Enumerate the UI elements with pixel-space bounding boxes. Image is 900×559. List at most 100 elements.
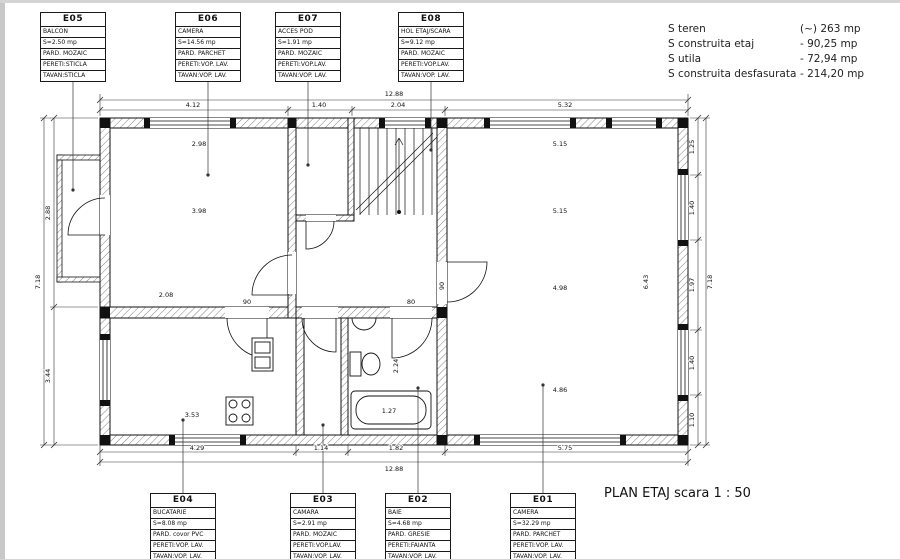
dimension-label: 80 xyxy=(407,298,415,306)
kitchen-sink-bowl xyxy=(254,356,271,369)
kitchen-sink-bowl xyxy=(254,341,271,354)
room-id: E05 xyxy=(41,13,105,27)
bathroom-fixtures xyxy=(349,317,432,430)
dimension-label: 3.44 xyxy=(44,369,52,383)
room-label-e02: E02 BAIE S=4.68 mp PARD. GRESIE PERETI:F… xyxy=(385,493,451,559)
summary-label: S construita etaj xyxy=(668,38,755,50)
scan-edge-top xyxy=(0,0,900,3)
dimension-label: 2.08 xyxy=(159,291,173,299)
room-walls: PERETI:VOP. LAV. xyxy=(176,60,240,71)
dimension-label: 90 xyxy=(438,282,446,290)
doors xyxy=(67,197,488,359)
summary-value: (~) 263 mp xyxy=(800,23,861,35)
room-id: E01 xyxy=(511,494,575,508)
dimension-label: 12.88 xyxy=(385,90,404,98)
stove-burner xyxy=(241,413,251,423)
room-floor: PARD. GRESIE xyxy=(386,530,450,541)
room-ceiling: TAVAN:VOP. LAV. xyxy=(388,553,437,559)
dimension-lines xyxy=(40,94,710,466)
room-label-e04: E04 BUCATARIE S=8.08 mp PARD. covor PVC … xyxy=(150,493,216,559)
room-id: E02 xyxy=(386,494,450,508)
room-walls: PERETI:VOP.LAV. xyxy=(276,60,340,71)
dimension-label: 7.18 xyxy=(706,275,714,289)
summary-value: - 72,94 mp xyxy=(800,53,858,65)
plan-title: PLAN ETAJ scara 1 : 50 xyxy=(604,486,751,501)
summary-row: S construita desfasurata - 214,20 mp xyxy=(668,67,864,82)
staircase xyxy=(355,128,438,215)
summary-row: S construita etaj - 90,25 mp xyxy=(668,37,864,52)
room-area: S=32.29 mp xyxy=(511,519,575,530)
room-id: E03 xyxy=(291,494,355,508)
dimension-label: 4.98 xyxy=(553,284,567,292)
room-area: S=14.56 mp xyxy=(176,38,240,49)
dimension-label: 6.43 xyxy=(642,275,650,289)
dimension-label: 2.04 xyxy=(391,101,405,109)
room-floor: PARD. MOZAIC xyxy=(276,49,340,60)
dimension-label: 90 xyxy=(243,298,251,306)
room-id: E08 xyxy=(399,13,463,27)
room-walls: PERETI:FAIANTA xyxy=(386,541,450,552)
dimension-label: 1.97 xyxy=(688,278,696,292)
dimension-label: 1.27 xyxy=(382,407,396,415)
room-floor: PARD. MOZAIC xyxy=(291,530,355,541)
room-area: S=2.50 mp xyxy=(41,38,105,49)
room-name: BALCON xyxy=(41,27,105,38)
room-ceiling: TAVAN:VOP. LAV. xyxy=(401,72,450,79)
dimension-label: 12.88 xyxy=(385,465,404,473)
room-walls: PERETI:VOP. LAV. xyxy=(511,541,575,552)
stove-burner xyxy=(228,413,238,423)
room-walls: PERETI:VOP. LAV. xyxy=(151,541,215,552)
dimension-label: 1.14 xyxy=(314,444,328,452)
dimension-label: 4.12 xyxy=(186,101,200,109)
kitchen-fixtures xyxy=(225,337,274,426)
room-name: CAMERA xyxy=(511,508,575,519)
room-area: S=8.08 mp xyxy=(151,519,215,530)
dimension-label: 3.53 xyxy=(185,411,199,419)
bathtub-inner xyxy=(355,395,427,425)
dimension-label: 4.86 xyxy=(553,386,567,394)
balcony xyxy=(56,154,101,283)
room-name: BAIE xyxy=(386,508,450,519)
columns xyxy=(100,118,688,445)
room-ceiling: TAVAN:VOP. LAV. xyxy=(513,553,562,559)
summary-value: - 214,20 mp xyxy=(800,68,865,80)
room-label-e07: E07 ACCES POD S=1.91 mp PARD. MOZAIC PER… xyxy=(275,12,341,82)
room-walls: PERETI:STICLA xyxy=(41,60,105,71)
summary-row: S teren (~) 263 mp xyxy=(668,22,864,37)
summary-label: S teren xyxy=(668,23,706,35)
room-floor: PARD. MOZAIC xyxy=(399,49,463,60)
toilet-bowl xyxy=(361,352,381,376)
dimension-label: 4.29 xyxy=(190,444,204,452)
dimension-label: 2.98 xyxy=(192,140,206,148)
room-ceiling: TAVAN:STICLA xyxy=(43,72,86,79)
room-floor: PARD. PARCHET xyxy=(511,530,575,541)
room-name: CAMERA xyxy=(176,27,240,38)
leader-lines xyxy=(71,78,545,493)
toilet-tank xyxy=(349,351,362,377)
room-label-e03: E03 CAMARA S=2.91 mp PARD. MOZAIC PERETI… xyxy=(290,493,356,559)
room-area: S=1.91 mp xyxy=(276,38,340,49)
dimension-label: 5.32 xyxy=(558,101,572,109)
room-id: E06 xyxy=(176,13,240,27)
area-summary: S teren (~) 263 mp S construita etaj - 9… xyxy=(668,22,864,82)
room-area: S=9.12 mp xyxy=(399,38,463,49)
dimension-label: 3.98 xyxy=(192,207,206,215)
dimension-label: 1.40 xyxy=(688,356,696,370)
dimension-label: 1.40 xyxy=(312,101,326,109)
dimension-label: 1.25 xyxy=(688,140,696,154)
room-walls: PERETI:VOP.LAV. xyxy=(399,60,463,71)
room-id: E07 xyxy=(276,13,340,27)
room-label-e05: E05 BALCON S=2.50 mp PARD. MOZAIC PERETI… xyxy=(40,12,106,82)
dimension-label: 5.15 xyxy=(553,207,567,215)
summary-value: - 90,25 mp xyxy=(800,38,858,50)
room-ceiling: TAVAN:VOP. LAV. xyxy=(178,72,227,79)
summary-label: S construita desfasurata xyxy=(668,68,797,80)
room-label-e08: E08 HOL ETAJ/SCARA S=9.12 mp PARD. MOZAI… xyxy=(398,12,464,82)
summary-row: S utila - 72,94 mp xyxy=(668,52,864,67)
room-name: CAMARA xyxy=(291,508,355,519)
room-ceiling: TAVAN:VOP. LAV. xyxy=(293,553,342,559)
room-label-e06: E06 CAMERA S=14.56 mp PARD. PARCHET PERE… xyxy=(175,12,241,82)
